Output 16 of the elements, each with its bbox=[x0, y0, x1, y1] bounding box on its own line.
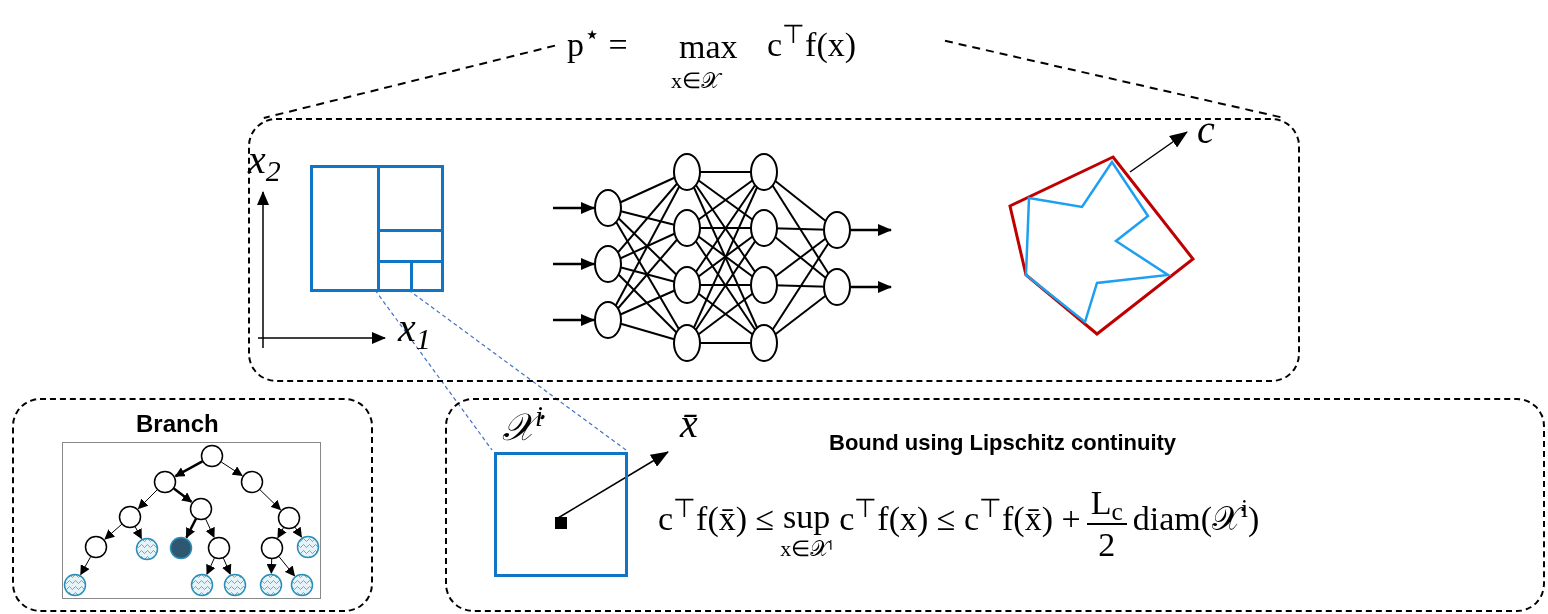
panel-title: Bound using Lipschitz continuity bbox=[829, 429, 1177, 457]
panel-title: Branch bbox=[136, 409, 219, 439]
inequality-text: diam(𝒳$^{i}$) bbox=[1132, 502, 1260, 536]
dashed-connector bbox=[374, 289, 493, 451]
fraction-numerator: L$_{c}$ bbox=[1090, 486, 1123, 520]
vector-label: c bbox=[1197, 110, 1215, 150]
inequality-text: sup bbox=[783, 500, 831, 534]
formula-text: p$^{⋆}$ = bbox=[567, 28, 628, 62]
fraction-denominator: 2 bbox=[1098, 528, 1116, 562]
dashed-connector bbox=[262, 44, 556, 119]
formula-text: x∈𝒳 bbox=[671, 70, 720, 92]
axis-label: x$_{1}$ bbox=[398, 308, 431, 348]
region-label: 𝒳$^{i}$ bbox=[502, 408, 543, 446]
point-label: x̄ bbox=[680, 404, 698, 444]
inequality-text: x∈𝒳ⁱ bbox=[780, 538, 834, 560]
formula-text: max bbox=[679, 30, 738, 64]
